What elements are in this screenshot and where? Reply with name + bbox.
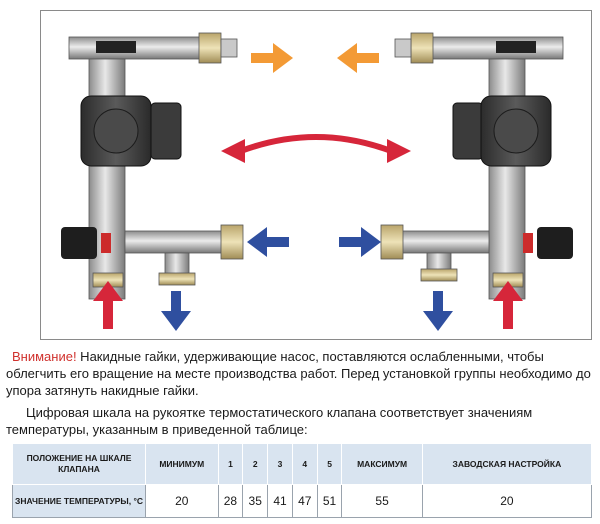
thermometer-left <box>96 41 136 53</box>
header-cell: 1 <box>217 443 244 485</box>
value-cell: 20 <box>421 484 593 518</box>
value-cell: 35 <box>242 484 269 518</box>
installation-notice: Внимание! Накидные гайки, удерживающие н… <box>6 348 594 438</box>
header-cell: МАКСИМУМ <box>341 443 423 485</box>
vertical-body-right <box>488 58 526 300</box>
header-cell: 5 <box>316 443 343 485</box>
valve-icon <box>61 227 97 259</box>
arrow-icon <box>161 291 453 331</box>
arrow-icon <box>221 134 411 163</box>
top-pipe-left <box>68 36 220 60</box>
left-pump-group <box>61 32 244 300</box>
value-cell: 41 <box>267 484 293 518</box>
value-cell: 20 <box>145 484 219 518</box>
value-cell: 55 <box>341 484 423 518</box>
header-label-cell: ПОЛОЖЕНИЕ НА ШКАЛЕ КЛАПАНА <box>12 443 146 485</box>
header-cell: 3 <box>267 443 293 485</box>
arrow-icon <box>251 43 379 73</box>
header-cell: ЗАВОДСКАЯ НАСТРОЙКА <box>421 443 593 485</box>
warning-word: Внимание! <box>12 349 77 364</box>
table-header-row: ПОЛОЖЕНИЕ НА ШКАЛЕ КЛАПАНА МИНИМУМ 1 2 3… <box>12 443 593 485</box>
value-cell: 47 <box>291 484 318 518</box>
pump-group-diagram <box>61 32 573 331</box>
union-nut-left <box>198 32 222 64</box>
right-pump-group <box>380 32 573 300</box>
warning-paragraph: Внимание! Накидные гайки, удерживающие н… <box>6 348 594 399</box>
header-cell: 4 <box>291 443 318 485</box>
top-pipe-right <box>412 36 564 60</box>
bottom-pipe-left <box>124 230 236 254</box>
temperature-table: ПОЛОЖЕНИЕ НА ШКАЛЕ КЛАПАНА МИНИМУМ 1 2 3… <box>12 443 593 518</box>
value-cell: 51 <box>316 484 343 518</box>
scale-paragraph: Цифровая шкала на рукоятке термостатичес… <box>6 405 533 437</box>
header-cell: МИНИМУМ <box>145 443 219 485</box>
vertical-body-left <box>88 58 126 300</box>
value-cell: 28 <box>217 484 244 518</box>
arrow-icon <box>247 227 381 257</box>
pump-group-figure <box>40 10 592 340</box>
row-label-cell: ЗНАЧЕНИЕ ТЕМПЕРАТУРЫ, °С <box>12 484 146 518</box>
bottom-pipe-right <box>396 230 490 254</box>
table-row: ЗНАЧЕНИЕ ТЕМПЕРАТУРЫ, °С 20 28 35 41 47 … <box>12 484 593 518</box>
header-cell: 2 <box>242 443 269 485</box>
warning-text: Накидные гайки, удерживающие насос, пост… <box>6 349 591 398</box>
valve-icon <box>537 227 573 259</box>
arrow-icon <box>93 281 523 329</box>
